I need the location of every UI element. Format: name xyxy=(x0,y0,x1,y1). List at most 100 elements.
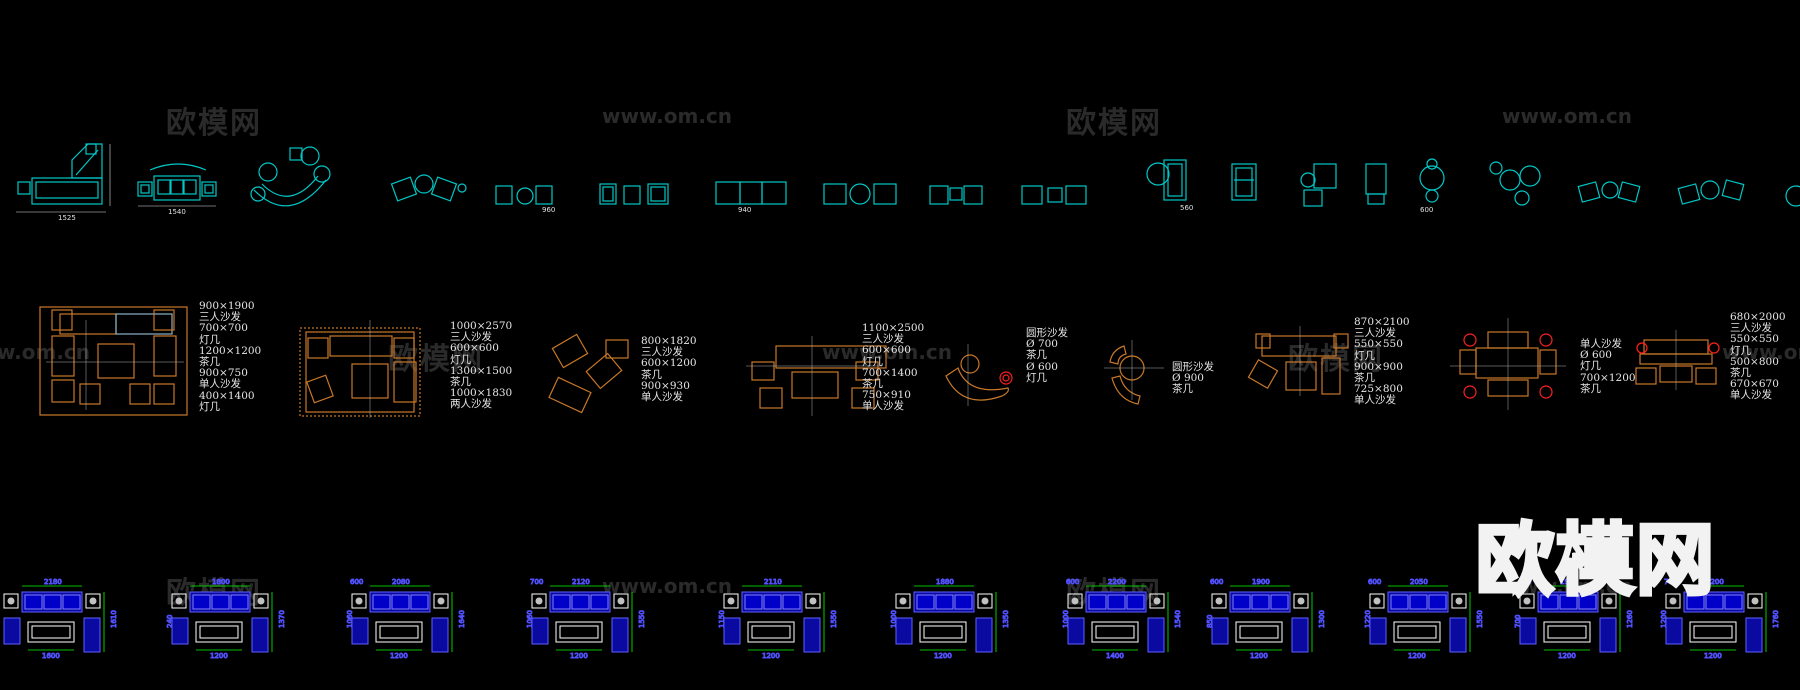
dim-side: 1300 xyxy=(1318,610,1326,628)
spec-line: 茶几 xyxy=(641,368,662,381)
watermark-url: www.om.cn xyxy=(822,340,953,364)
corner-sofa-plan xyxy=(16,143,111,213)
dim-top: 2180 xyxy=(44,578,62,586)
spec-line: 750×910 xyxy=(862,389,911,402)
dim-side: 1540 xyxy=(1174,610,1182,628)
dim-left: 1000 xyxy=(890,610,898,628)
spec-line: 单人沙发 xyxy=(199,378,241,391)
watermark-url: www.om.cn xyxy=(1502,104,1633,128)
curved-sofa-plan xyxy=(250,146,331,207)
spec-line: 灯几 xyxy=(1354,349,1375,362)
spec-line: 三人沙发 xyxy=(862,333,904,346)
spec-line: 三人沙发 xyxy=(1354,327,1396,340)
dim-left: 1060 xyxy=(346,610,354,628)
spec-line: 1200×1200 xyxy=(199,344,262,357)
dim-coffee: 1600 xyxy=(42,652,60,660)
spec-line: 茶几 xyxy=(1354,372,1375,385)
spec-line: 单人沙发 xyxy=(1580,338,1622,350)
spec-line: 单人沙发 xyxy=(641,391,683,404)
spec-line: 600×1200 xyxy=(641,357,697,370)
dim-side: 1550 xyxy=(830,610,838,628)
spec-line: 500×800 xyxy=(1730,355,1779,368)
dim-side: 1260 xyxy=(1626,610,1634,628)
spec-line: 600×600 xyxy=(862,344,911,357)
row1-plans: 1525 1540 960 940 560 600 xyxy=(16,143,1800,222)
spec-line: 灯几 xyxy=(862,355,883,368)
dim-coffee: 1200 xyxy=(390,652,408,660)
spec-line: 茶几 xyxy=(1580,382,1601,395)
dim-top: 2110 xyxy=(764,578,782,586)
spec-line: 900×900 xyxy=(1354,360,1403,373)
spec-line: 茶几 xyxy=(450,376,471,389)
spec-line: 1300×1500 xyxy=(450,364,513,377)
dim-coffee: 1200 xyxy=(762,652,780,660)
dim-side: 1550 xyxy=(638,610,646,628)
spec-line: 三人沙发 xyxy=(199,311,241,324)
spec-line: 灯几 xyxy=(450,353,471,366)
living-set-9 xyxy=(1635,330,1720,390)
brand-logo: 欧模网 xyxy=(1474,514,1717,608)
spec-line: Ø 900 xyxy=(1172,372,1204,385)
spec-line: 700×1200 xyxy=(1580,371,1636,384)
spec-line: 1000×2570 xyxy=(450,320,513,332)
dim-label: 940 xyxy=(738,206,751,214)
dim-corner: 600 xyxy=(1210,578,1223,586)
dim-top: 2080 xyxy=(392,578,410,586)
dim-coffee: 1200 xyxy=(1704,652,1722,660)
spec-line: 700×1400 xyxy=(862,366,918,379)
spec-line: 670×670 xyxy=(1730,378,1779,391)
row3-sets: 2180160016101800120013702402080120016401… xyxy=(3,578,1781,661)
spec-line: 550×550 xyxy=(1730,333,1779,346)
spec-line: 茶几 xyxy=(1026,349,1047,362)
watermark-url: www.om.cn xyxy=(1722,340,1800,364)
spec-line: 灯几 xyxy=(199,333,220,346)
spec-line: 725×800 xyxy=(1354,383,1403,396)
dim-top: 2200 xyxy=(1706,578,1724,586)
dim-left: 1060 xyxy=(526,610,534,628)
dim-side: 1760 xyxy=(1772,610,1780,628)
dim-corner: 600 xyxy=(1368,578,1381,586)
dim-left: 1200 xyxy=(1660,610,1668,628)
spec-line: 870×2100 xyxy=(1354,316,1410,328)
spec-line: 茶几 xyxy=(862,378,883,391)
spec-line: 700×700 xyxy=(199,322,248,335)
dim-side: 1550 xyxy=(1476,610,1484,628)
dim-coffee: 1200 xyxy=(210,652,228,660)
spec-line: 两人沙发 xyxy=(450,398,492,411)
spec-line: 550×550 xyxy=(1354,338,1403,351)
living-set-8 xyxy=(1450,318,1566,410)
spec-line: 灯几 xyxy=(199,400,220,413)
dim-side: 1610 xyxy=(110,610,118,628)
dim-left: 700 xyxy=(1514,615,1522,628)
dim-coffee: 1200 xyxy=(1558,652,1576,660)
spec-line: 圆形沙发 xyxy=(1026,327,1068,339)
spec-line: 1000×1830 xyxy=(450,387,513,400)
spec-line: Ø 600 xyxy=(1026,360,1058,373)
spec-line: 茶几 xyxy=(1730,367,1751,380)
dim-top: 1900 xyxy=(1252,578,1270,586)
dim-coffee: 1200 xyxy=(570,652,588,660)
sofa-set-dimensioned: 2180 1600 1610 xyxy=(3,578,119,661)
spec-line: 1100×2500 xyxy=(862,322,925,334)
dim-label: 1525 xyxy=(58,214,76,222)
spec-line: 900×750 xyxy=(199,367,248,380)
sofa-set-wide xyxy=(715,181,787,205)
armchair-plans xyxy=(1146,158,1800,207)
dim-side: 1350 xyxy=(1002,610,1010,628)
dim-corner: 700 xyxy=(530,578,543,586)
sofa-set-round-table xyxy=(823,183,897,205)
